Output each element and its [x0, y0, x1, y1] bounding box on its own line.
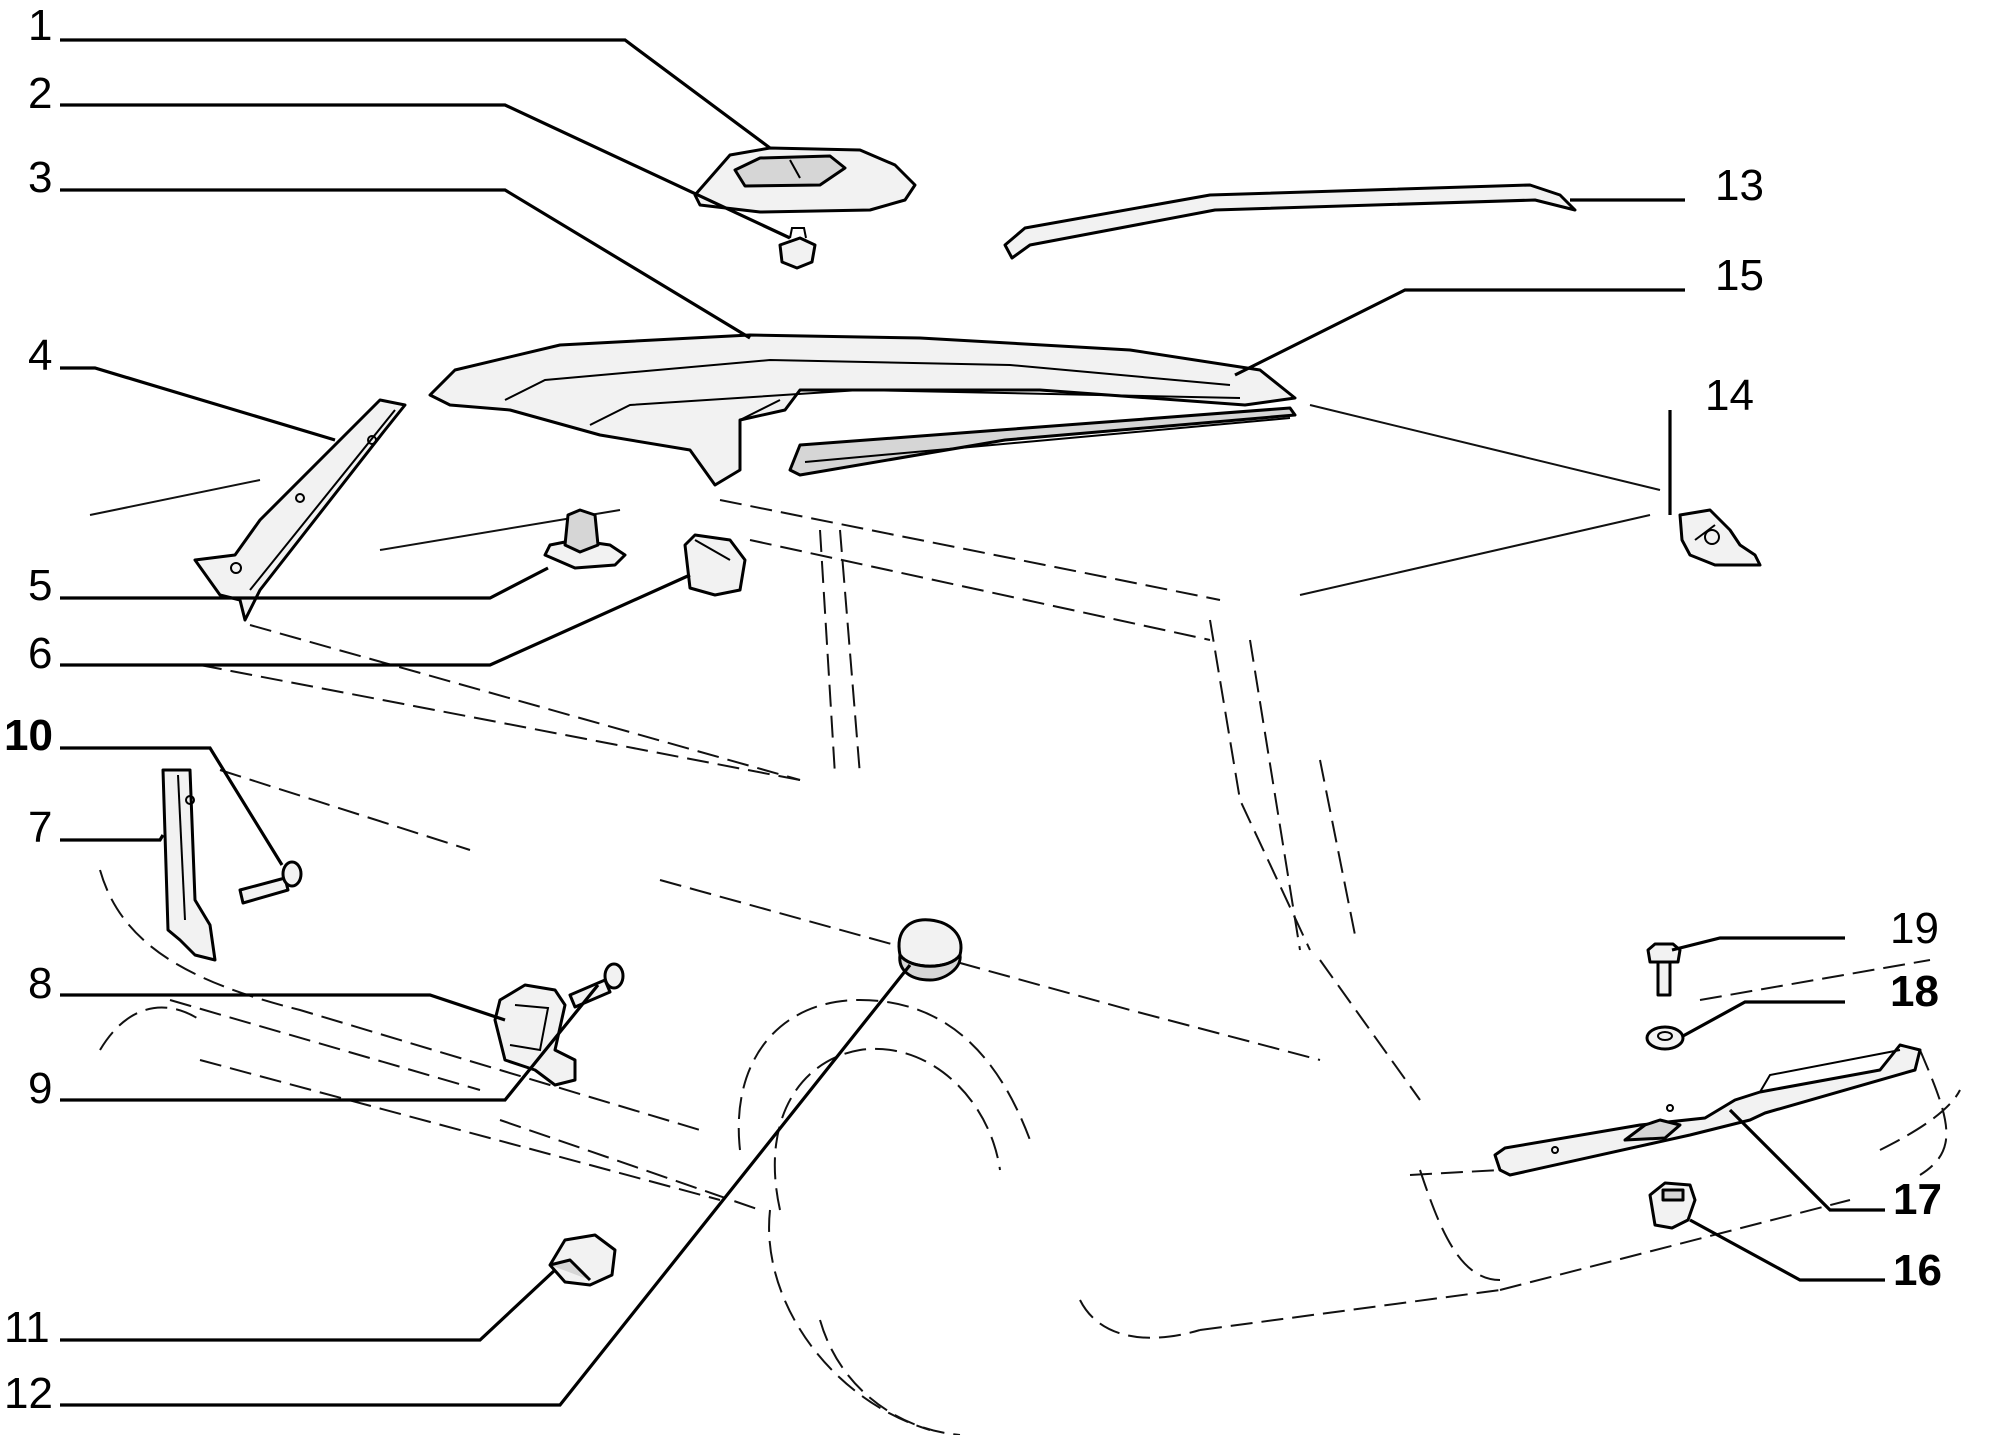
callout-17: 17 [1893, 1175, 1942, 1224]
callout-13: 13 [1715, 161, 1764, 210]
callout-12: 12 [4, 1369, 53, 1418]
part-11-cap [548, 1233, 617, 1287]
part-4-a-pillar-trim [193, 398, 407, 622]
callout-numbers: 1 2 3 4 5 6 10 7 8 9 11 12 13 15 14 19 1… [4, 1, 1942, 1418]
callout-19: 19 [1890, 904, 1939, 953]
callout-18: 18 [1890, 967, 1939, 1016]
callout-1: 1 [28, 1, 52, 50]
part-17-cross-member [1493, 1043, 1922, 1177]
part-18-washer [1645, 1025, 1685, 1051]
callout-10: 10 [4, 711, 53, 760]
part-8-clip-bracket [493, 983, 577, 1087]
part-2-clip [778, 227, 817, 270]
callout-4: 4 [28, 331, 52, 380]
parts [161, 146, 1922, 1287]
part-12-plug [897, 918, 963, 982]
callout-7: 7 [28, 803, 52, 852]
part-1-roof-light [693, 146, 917, 214]
callout-15: 15 [1715, 251, 1764, 300]
part-5-clip [543, 508, 627, 570]
part-3-roof-panel [428, 333, 1297, 487]
part-14-bracket [1678, 508, 1762, 567]
part-13-roof-trim [1003, 183, 1577, 260]
callout-11: 11 [4, 1303, 50, 1352]
leader-lines [60, 38, 1885, 1407]
callout-6: 6 [28, 629, 52, 678]
callout-9: 9 [28, 1064, 52, 1113]
part-16-nut-clip [1648, 1181, 1697, 1230]
part-7-pillar-strip [161, 768, 217, 962]
callout-14: 14 [1705, 371, 1754, 420]
callout-5: 5 [28, 561, 52, 610]
callout-2: 2 [28, 69, 52, 118]
callout-3: 3 [28, 153, 52, 202]
car-body-outline [89, 404, 1961, 1435]
part-6-bracket [683, 533, 747, 597]
callout-8: 8 [28, 959, 52, 1008]
part-19-bolt [1646, 942, 1682, 997]
part-10-screw [238, 860, 303, 905]
callout-16: 16 [1893, 1246, 1942, 1295]
